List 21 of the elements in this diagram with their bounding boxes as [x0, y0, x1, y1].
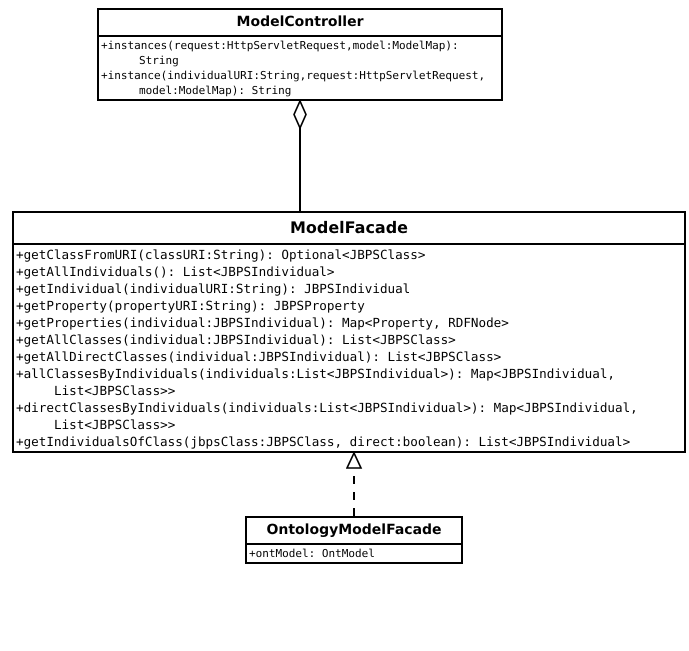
member-signature: +getIndividualsOfClass(jbpsClass:JBPSClass, direct:boolean): List<JBPSIndividual>	[15, 433, 632, 450]
member-signature: +instances(request:HttpServletRequest,model:ModelMap): String	[100, 38, 460, 68]
class-box	[12, 211, 686, 453]
member-signature: +getProperties(individual:JBPSIndividual): Map<Property, RDFNode>	[15, 314, 510, 331]
member-signature: +getAllClasses(individual:JBPSIndividual): List<JBPSClass>	[15, 331, 457, 348]
class-name: OntologyModelFacade	[247, 518, 461, 545]
member-signature: +ontModel: OntModel	[248, 546, 376, 561]
member-signature: +instance(individualURI:String,request:HttpServletRequest, model:ModelMap): String	[100, 68, 486, 98]
member-signature: +directClassesByIndividuals(individuals:List<JBPSIndividual>): Map<JBPSIndividual, List<JBPSClass>>	[15, 399, 639, 433]
member-signature: +getProperty(propertyURI:String): JBPSProperty	[15, 297, 366, 314]
realization-arrow	[346, 452, 362, 516]
aggregation-connector	[293, 100, 307, 211]
member-signature: +getAllDirectClasses(individual:JBPSIndividual): List<JBPSClass>	[15, 348, 502, 365]
class-box	[245, 516, 463, 564]
class-box	[97, 8, 503, 101]
member-signature: +getClassFromURI(classURI:String): Optional<JBPSClass>	[15, 246, 426, 263]
member-signature: +allClassesByIndividuals(individuals:List<JBPSIndividual>): Map<JBPSIndividual, List<JBPSClass>>	[15, 365, 616, 399]
class-name: ModelFacade	[14, 213, 684, 245]
member-signature: +getAllIndividuals(): List<JBPSIndividual>	[15, 263, 336, 280]
member-signature: +getIndividual(individualURI:String): JBPSIndividual	[15, 280, 412, 297]
class-name: ModelController	[99, 10, 501, 37]
